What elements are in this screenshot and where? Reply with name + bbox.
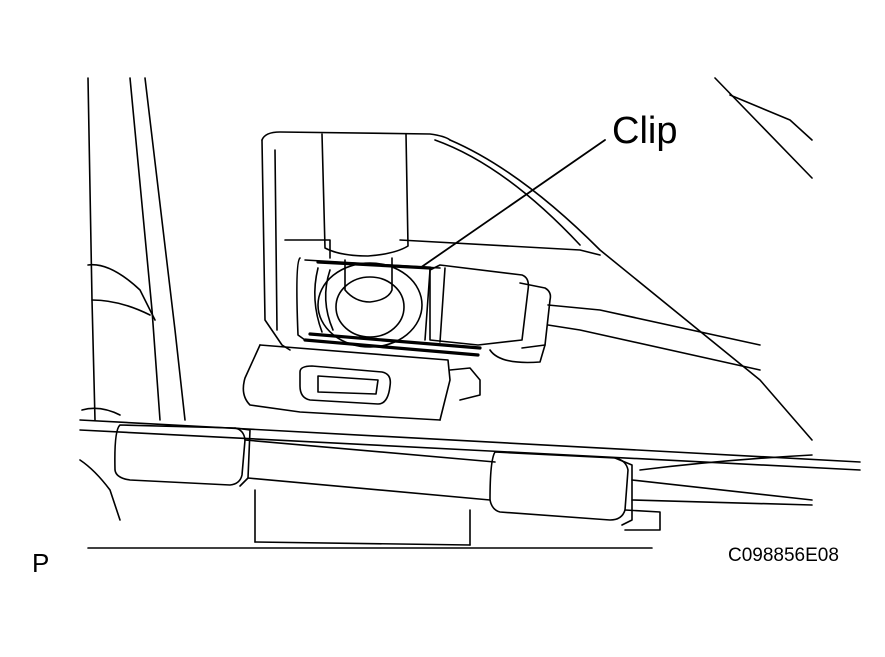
hinge-leaf bbox=[243, 345, 480, 420]
left-pillar bbox=[88, 78, 185, 420]
gas-strut bbox=[322, 134, 408, 302]
view-marker: P bbox=[32, 548, 50, 578]
clip-callout-label: Clip bbox=[612, 110, 678, 152]
clip-leader-line bbox=[420, 140, 605, 268]
lower-body-lines bbox=[80, 408, 812, 520]
bracket-plate bbox=[262, 132, 600, 350]
hinge-knuckles bbox=[80, 420, 860, 545]
socket-connector bbox=[425, 265, 760, 370]
figure-code: C098856E08 bbox=[728, 545, 839, 566]
retaining-clip bbox=[305, 262, 480, 355]
